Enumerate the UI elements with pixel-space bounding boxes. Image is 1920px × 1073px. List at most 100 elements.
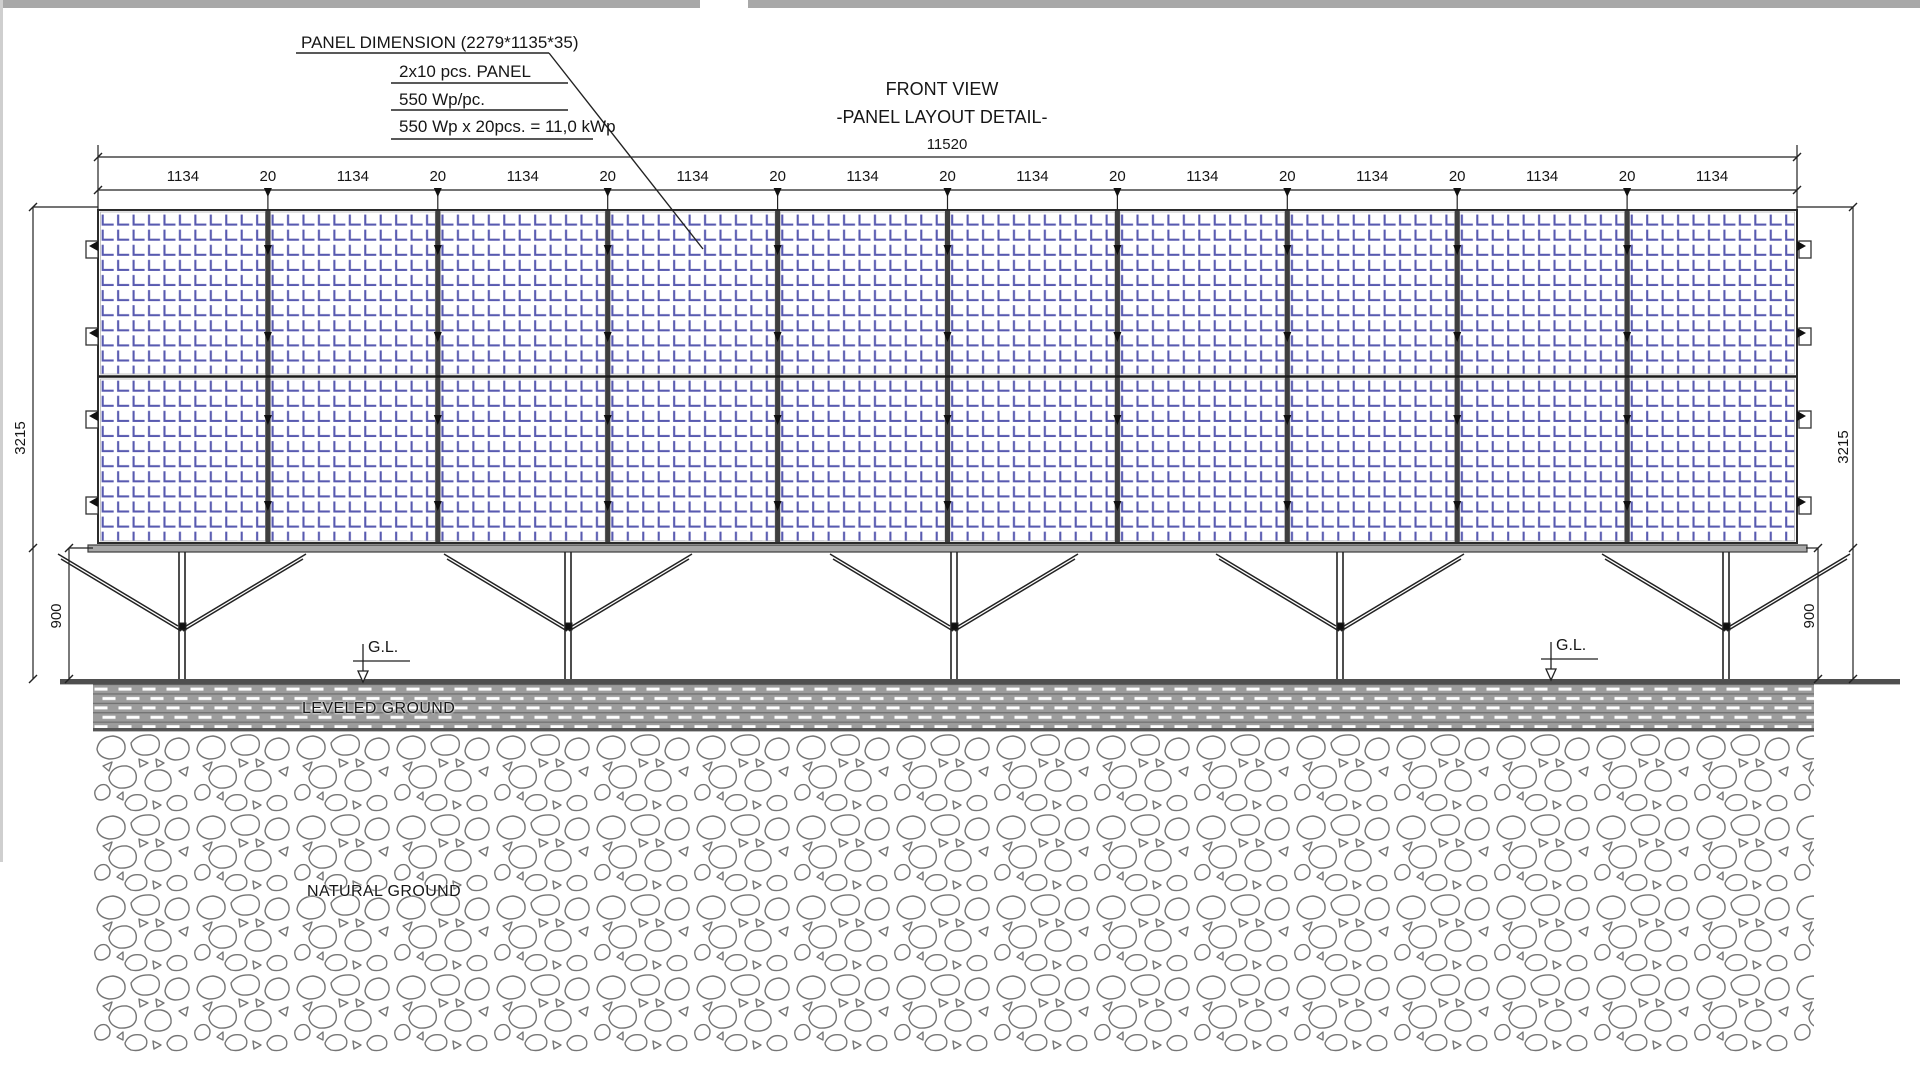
brace (957, 553, 1079, 627)
panel-clamp (263, 501, 272, 511)
dim-clearance-height-right: 900 (1801, 603, 1819, 629)
panel-clamp (1113, 501, 1122, 511)
panel-clamp (1623, 245, 1632, 255)
panel-clamp (1283, 501, 1292, 511)
gl-label-left: G.L. (368, 639, 399, 656)
brace (1729, 553, 1851, 627)
edge-bracket-arrow (1797, 328, 1806, 338)
brace (1604, 558, 1726, 632)
panel-clamp (263, 415, 272, 425)
brace-joint (1336, 622, 1345, 631)
panel-clamp (773, 501, 782, 511)
brace-joint (564, 622, 573, 631)
note-total-power: 550 Wp x 20pcs. = 11,0 kWp (399, 117, 616, 136)
gl-label-right: G.L. (1556, 637, 1587, 654)
panel-clamp (603, 332, 612, 342)
gl-arrow-left (356, 670, 370, 684)
panel-top-row (100, 211, 266, 375)
dim-panel-gap: 20 (769, 168, 786, 185)
panel-clamp (263, 245, 272, 255)
brace-joint (950, 622, 959, 631)
dim-panel-gap: 20 (939, 168, 956, 185)
leveled-ground-hatch (93, 684, 1814, 731)
ground-line (60, 679, 1900, 685)
edge-bracket-arrow (89, 241, 98, 251)
dim-panel-width: 1134 (1186, 168, 1219, 185)
panel-clamp (1623, 415, 1632, 425)
panel-clamp (1113, 245, 1122, 255)
dim-panel-width: 1134 (1695, 168, 1729, 185)
dim-panel-width: 1134 (1526, 168, 1559, 185)
brace (829, 553, 951, 627)
dim-panel-width: 1134 (846, 168, 879, 185)
panel-bottom-row (269, 378, 436, 542)
panel-clamp (1453, 245, 1462, 255)
dim-panel-width: 1134 (1016, 168, 1049, 185)
dim-panel-width: 1134 (336, 168, 369, 185)
dim-panel-gap: 20 (1278, 168, 1296, 185)
brace (571, 553, 693, 627)
dimension-linework (28, 145, 1858, 684)
leader-line (548, 52, 704, 250)
edge-bracket-arrow (89, 497, 98, 507)
ground-section (60, 679, 1900, 1054)
view-subtitle: -PANEL LAYOUT DETAIL- (836, 107, 1048, 127)
brace (1601, 553, 1723, 627)
window-top-bar (0, 0, 1920, 8)
dim-panel-gap: 20 (259, 168, 277, 185)
note-leader-lines (296, 52, 704, 250)
dim-panel-width: 1134 (506, 168, 539, 185)
panel-bottom-row (1629, 378, 1795, 542)
solar-panel-array (85, 209, 1812, 544)
panel-top-row (1119, 211, 1286, 375)
brace (1726, 558, 1848, 632)
brace (568, 558, 690, 632)
panel-bottom-row (949, 378, 1116, 542)
dim-clearance-height-left: 900 (48, 603, 66, 629)
dim-panel-gap: 20 (1448, 168, 1466, 185)
panel-clamp (433, 332, 442, 342)
panel-bottom-row (609, 378, 776, 542)
panel-top-row (949, 211, 1116, 375)
note-panel-power: 550 Wp/pc. (399, 90, 485, 109)
panel-clamp (1283, 415, 1292, 425)
dim-side-height-left: 3215 (12, 421, 30, 455)
panel-bottom-row (779, 378, 946, 542)
panel-clamp (1283, 245, 1292, 255)
panel-clamp (773, 332, 782, 342)
panel-clamp (1453, 415, 1462, 425)
leveled-ground-label: LEVELED GROUND (302, 700, 456, 717)
brace (443, 553, 565, 627)
brace (1218, 558, 1340, 632)
panel-clamp (1453, 501, 1462, 511)
leveled-ground-bottom-border (93, 728, 1814, 732)
brace (1343, 553, 1465, 627)
brace (185, 553, 307, 627)
edge-bracket-arrow (89, 411, 98, 421)
brace (60, 558, 182, 632)
panel-clamp (1113, 415, 1122, 425)
panel-clamp (603, 245, 612, 255)
panel-clamp (1623, 501, 1632, 511)
panel-top-row (779, 211, 946, 375)
viewport-left-edge (0, 0, 3, 862)
support-structure (57, 544, 1851, 679)
brace (57, 553, 179, 627)
dim-overall-width: 11520 (926, 136, 968, 153)
dim-panel-gap: 20 (429, 168, 447, 185)
panel-top-row (1629, 211, 1795, 375)
panel-clamp (1623, 332, 1632, 342)
panel-clamp (603, 415, 612, 425)
dim-panel-width: 1134 (166, 168, 200, 185)
panel-clamp (1283, 332, 1292, 342)
panel-clamp (433, 501, 442, 511)
panel-bottom-row (1289, 378, 1456, 542)
note-panel-count: 2x10 pcs. PANEL (399, 62, 531, 81)
panel-clamp (773, 245, 782, 255)
panel-clamp (263, 332, 272, 342)
panel-top-row (1459, 211, 1625, 375)
brace (1340, 558, 1462, 632)
dim-panel-width: 1134 (1356, 168, 1389, 185)
